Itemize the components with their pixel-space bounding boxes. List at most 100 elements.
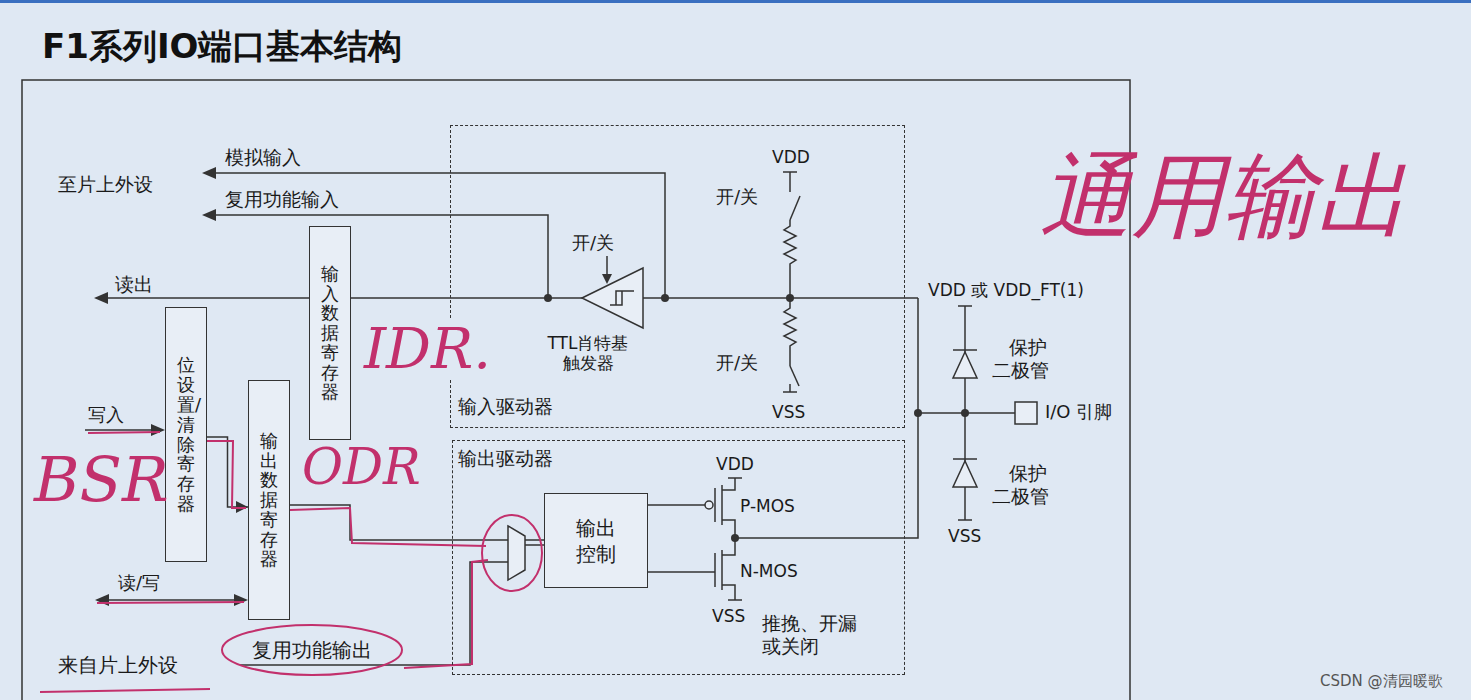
pulldown-wire [789, 384, 791, 392]
arrow-heads [202, 209, 216, 221]
driver-region: 输出驱动器输出控制 [452, 440, 905, 675]
junction-dots [786, 294, 794, 302]
mode-label: 推挽、开漏或关闭 [762, 612, 860, 658]
gate-wire [648, 571, 715, 573]
signal-connector [290, 505, 544, 540]
switch-blade [790, 366, 799, 386]
handwritten-note: IDR. [362, 318, 493, 380]
nmos-source [722, 585, 735, 600]
symbols [508, 268, 1037, 580]
diagram-title: F1系列IO端口基本结构 [42, 26, 402, 67]
port-label: VDD [772, 147, 810, 167]
node-text: 输入数据寄存器 [321, 264, 339, 403]
red-annotations [207, 441, 246, 508]
node-text: 输出控制 [574, 515, 618, 567]
pmos-bubble [705, 501, 713, 509]
port-label: 至片上外设 [58, 173, 153, 196]
rw-wire [107, 599, 236, 601]
diode-symbol [953, 461, 977, 487]
red-annotations [40, 689, 210, 692]
driver-region: 输入驱动器 [450, 125, 905, 428]
trigger-label: TTL肖特基触发器 [540, 333, 636, 374]
port-label: I/O 引脚 [1045, 401, 1112, 423]
port-label: VDD 或 VDD_FT(1) [928, 280, 1084, 300]
arrow-heads [602, 274, 612, 284]
control-box: 输出控制 [544, 493, 648, 588]
arrow-heads [95, 594, 109, 606]
port-label: 开/关 [716, 352, 758, 374]
af-input-wire [212, 215, 548, 298]
arrow-heads [94, 292, 108, 304]
red-annotations [88, 432, 160, 433]
top-bar [0, 0, 1471, 3]
ground-bar [958, 519, 972, 521]
register-box: 位设置/清除寄存器 [165, 307, 207, 562]
port-label: N-MOS [740, 561, 798, 581]
diode-label: 保护二极管 [992, 462, 1051, 508]
port-label: 读出 [115, 273, 153, 296]
red-annotations [97, 602, 244, 603]
gate-wire [648, 504, 705, 506]
handwritten-note: ODR [302, 440, 421, 495]
red-annotations [404, 560, 488, 668]
arrow-heads [202, 167, 216, 179]
port-label: P-MOS [740, 496, 795, 516]
write-wire [85, 429, 153, 431]
junction-dots [961, 409, 969, 417]
red-annotations [482, 515, 542, 591]
port-label: VSS [948, 526, 981, 546]
red-annotations [222, 625, 402, 675]
port-label: 模拟输入 [225, 146, 301, 169]
ground-bar [783, 391, 797, 393]
register-box: 输入数据寄存器 [309, 226, 351, 440]
port-label: 写入 [88, 404, 124, 426]
node-text: 输入驱动器 [458, 394, 553, 420]
port-label: 读/写 [118, 572, 160, 594]
nmos-channel [721, 550, 723, 590]
pullup-wire [789, 172, 791, 192]
mux-symbol [508, 526, 525, 580]
input-wire [643, 297, 918, 299]
watermark: CSDN @清园暖歌 [1320, 672, 1443, 690]
circuit-wires [22, 80, 1130, 700]
outer-frame [22, 80, 1130, 700]
schmitt-trigger [582, 268, 643, 328]
port-label: 复用功能输出 [252, 638, 372, 662]
analog-wire [212, 173, 665, 298]
port-label: 开/关 [716, 186, 758, 208]
port-label: VDD [716, 454, 754, 474]
junction-dots [914, 409, 922, 417]
node-text: 输出驱动器 [458, 446, 553, 472]
switch-blade [790, 196, 800, 220]
junction-dots [544, 294, 552, 302]
diode-symbol [953, 352, 977, 378]
red-annotations [290, 508, 486, 546]
pulldown-resistor [784, 298, 796, 366]
port-label: 开/关 [572, 232, 614, 254]
pin-node-wire [735, 298, 918, 538]
register-box: 输出数据寄存器 [248, 380, 290, 620]
port-label: VSS [712, 606, 745, 626]
arrow-heads [94, 167, 612, 606]
hysteresis-mark [610, 291, 634, 305]
signal-connector [207, 437, 248, 507]
top-bar [0, 0, 1471, 3]
pullup-resistor [784, 220, 796, 298]
arrow-heads [234, 594, 248, 606]
ground-bar [728, 599, 742, 601]
junction-dots [731, 534, 739, 542]
supply-bar [958, 305, 972, 307]
port-label: 来自片上外设 [58, 653, 178, 677]
handwritten-note: BSR [34, 446, 169, 514]
pin-pad [1015, 402, 1037, 424]
port-label: 复用功能输入 [225, 188, 339, 211]
diode-label: 保护二极管 [992, 336, 1051, 382]
node-text: 位设置/清除寄存器 [177, 355, 195, 513]
handwritten-note: 通用输出 [1040, 146, 1408, 247]
arrow-heads [151, 424, 165, 436]
node-text: 输出数据寄存器 [260, 431, 278, 570]
nmos-gate [714, 553, 716, 587]
junction-dots [661, 294, 669, 302]
